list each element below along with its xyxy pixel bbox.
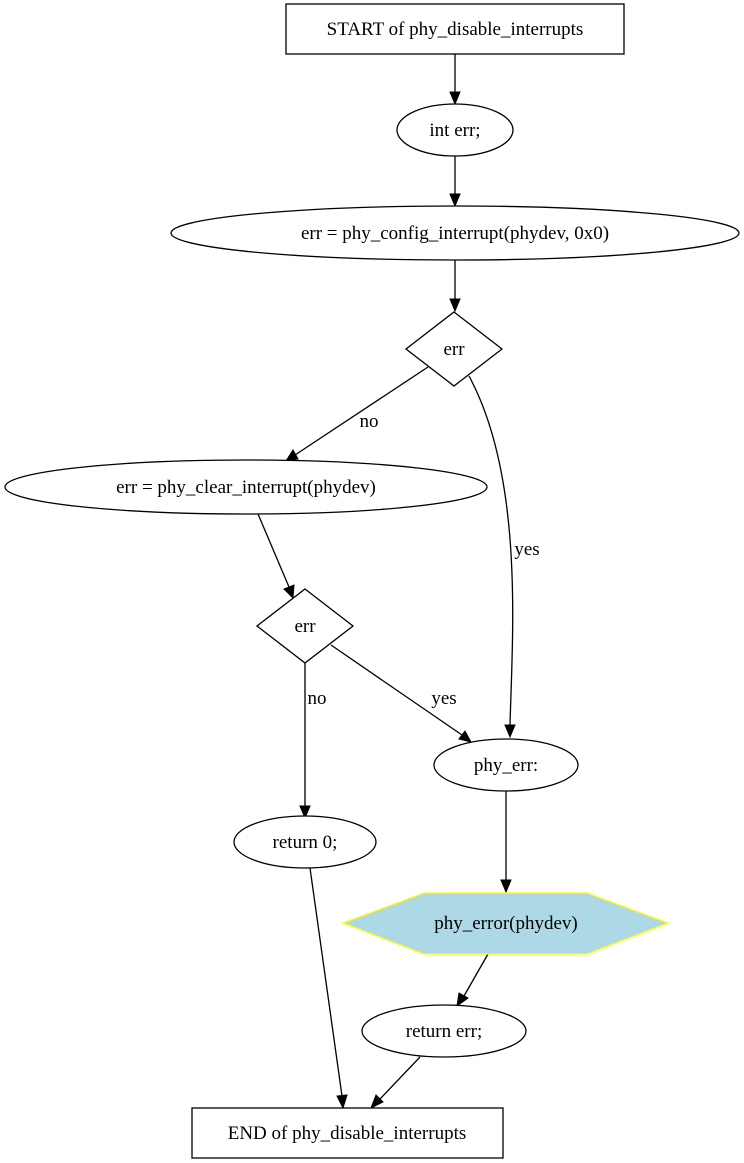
arrowhead (299, 805, 311, 820)
node-phy-error-call-shape (341, 892, 670, 955)
arrowhead (449, 193, 461, 208)
edge-cond1-yes (468, 375, 514, 727)
node-phy-err-label-text: phy_err: (474, 755, 538, 776)
node-config-interrupt: err = phy_config_interrupt(phydev, 0x0) (170, 205, 740, 261)
edge-cond2-yes (330, 644, 463, 736)
arrowhead (458, 730, 472, 743)
node-phy-error-call: phy_error(phydev) (341, 892, 670, 955)
node-cond-err-2: err (255, 588, 355, 664)
node-return-err: return err; (361, 1004, 527, 1058)
edge-clear-to-cond2 (257, 513, 290, 588)
node-end-label: END of phy_disable_interrupts (228, 1123, 467, 1144)
node-decl-err-label: int err; (429, 120, 480, 141)
node-return-zero-label: return 0; (273, 832, 338, 853)
node-cond-err-1: err (404, 311, 504, 387)
edge-return-err-to-end (379, 1056, 421, 1100)
edge-label-cond2-no: no (308, 688, 327, 709)
edge-labels: no yes no yes (308, 411, 540, 709)
edge-label-cond1-yes: yes (514, 539, 539, 560)
node-cond-err-2-label: err (294, 616, 316, 637)
arrowhead (370, 1094, 384, 1110)
arrowhead (456, 992, 469, 1008)
edge-label-cond2-yes: yes (431, 688, 456, 709)
node-config-interrupt-label: err = phy_config_interrupt(phydev, 0x0) (301, 223, 609, 244)
edge-cond1-no (294, 366, 429, 456)
node-clear-interrupt: err = phy_clear_interrupt(phydev) (4, 459, 488, 515)
node-phy-error-call-label: phy_error(phydev) (434, 913, 578, 934)
node-start: START of phy_disable_interrupts (285, 3, 625, 55)
edges (257, 54, 516, 1110)
arrowhead (284, 449, 299, 462)
node-cond-err-1-label: err (443, 339, 465, 360)
node-start-label: START of phy_disable_interrupts (327, 19, 584, 40)
arrowhead (449, 91, 461, 106)
node-clear-interrupt-label: err = phy_clear_interrupt(phydev) (116, 477, 376, 498)
node-return-err-label: return err; (406, 1021, 482, 1042)
edge-error-to-return-err (463, 953, 489, 997)
node-end: END of phy_disable_interrupts (191, 1107, 504, 1159)
node-return-zero: return 0; (233, 815, 377, 869)
edge-label-cond1-no: no (360, 411, 379, 432)
arrowhead (504, 724, 516, 739)
edge-return0-to-end (309, 867, 343, 1097)
node-decl-err: int err; (396, 103, 514, 157)
arrowhead (449, 298, 461, 313)
arrowhead (500, 879, 512, 894)
arrowhead (336, 1094, 348, 1110)
arrowhead (283, 584, 295, 600)
node-phy-err-label: phy_err: (433, 738, 579, 792)
